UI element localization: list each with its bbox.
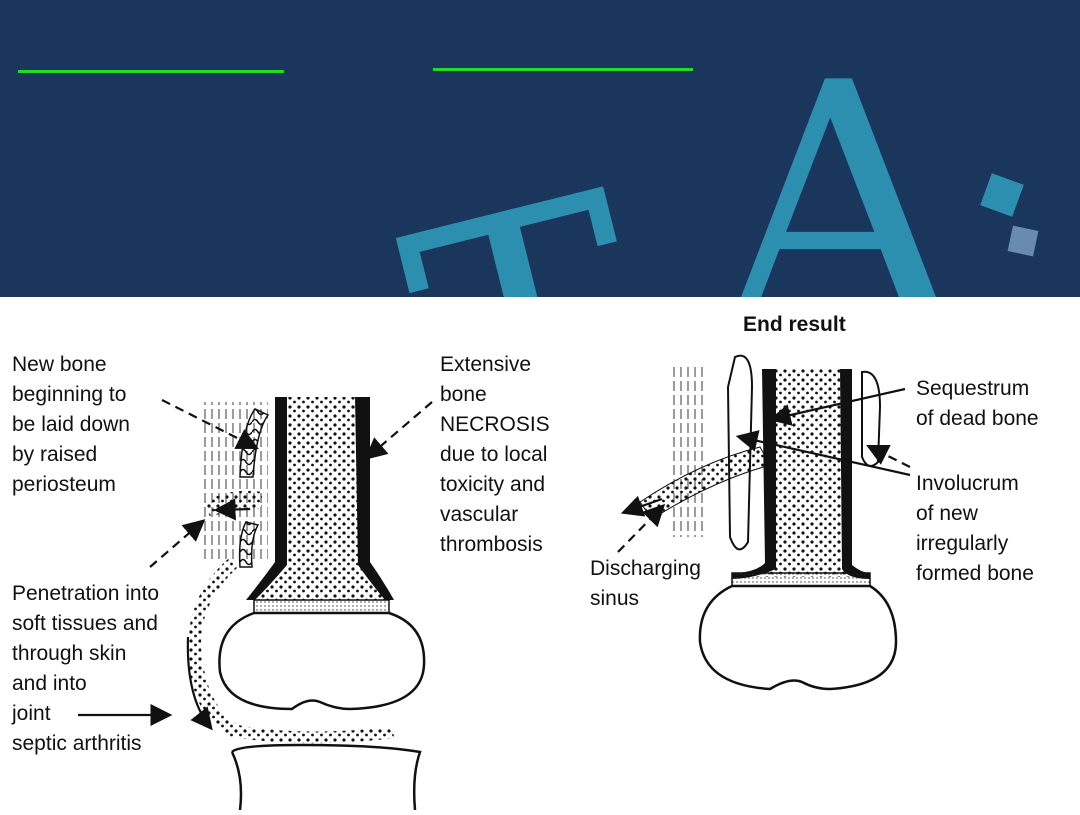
arrow-pus-into-soft-tissue <box>213 498 251 521</box>
arrow-discharging-sinus <box>617 503 666 553</box>
growth-plate <box>731 572 871 587</box>
bone-illustrations <box>78 354 911 811</box>
tibia <box>230 743 422 811</box>
label-septic-arthritis: septic arthritis <box>12 732 142 755</box>
title-underline-right <box>433 68 693 71</box>
subperiosteal-new-bone-lower <box>238 521 260 568</box>
arrow-new-bone <box>161 399 259 449</box>
cortex-left <box>246 397 287 600</box>
cortex-left <box>732 369 776 579</box>
arrow-penetration-origin <box>149 519 206 568</box>
watermark-square <box>980 173 1024 217</box>
arrow-sequestrum <box>768 387 906 426</box>
arrow-involucrum-upper <box>735 430 911 477</box>
arrow-involucrum-lower <box>866 445 911 468</box>
label-penetration: Penetration into soft tissues and throug… <box>12 582 160 725</box>
label-sequestrum: Sequestrum of dead bone <box>916 377 1039 430</box>
epiphysis <box>698 584 898 691</box>
right-bone-diagram <box>639 354 898 691</box>
discharging-sinus-tract <box>639 446 771 520</box>
soft-tissue-left <box>668 367 708 537</box>
label-discharging-sinus: Discharging sinus <box>590 557 701 610</box>
medullary-cavity <box>732 369 870 579</box>
label-new-bone: New bone beginning to be laid down by ra… <box>12 353 130 496</box>
label-involucrum: Involucrum of new irregularly formed bon… <box>916 472 1034 585</box>
left-bone-diagram <box>187 397 426 811</box>
title-underline-left <box>18 70 284 73</box>
watermark-letter-a: A <box>720 13 959 297</box>
end-result-title: End result <box>743 313 846 336</box>
epiphysis <box>218 611 426 711</box>
arrow-necrosis <box>364 401 433 460</box>
label-necrosis: Extensive bone NECROSIS due to local tox… <box>440 353 550 556</box>
cortex-right <box>840 369 870 579</box>
header-banner: T A <box>0 0 1080 297</box>
watermark-letter-t: T <box>377 122 683 297</box>
arrow-down-to-joint <box>186 636 213 731</box>
annotation-arrows <box>78 387 911 731</box>
medullary-cavity <box>258 397 390 600</box>
osteomyelitis-diagram: End result New bone beginning to be laid… <box>0 297 1080 811</box>
growth-plate <box>253 599 390 614</box>
watermark-square <box>1007 225 1039 257</box>
